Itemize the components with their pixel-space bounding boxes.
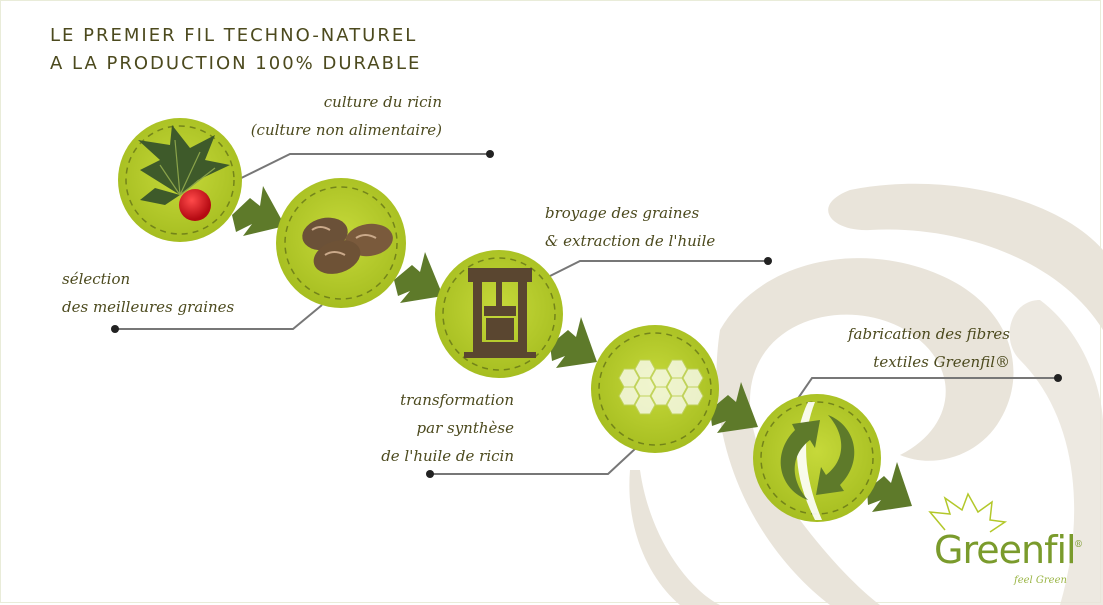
step-1-label: culture du ricin (culture non alimentair… — [248, 88, 442, 144]
connector-3 — [547, 260, 768, 278]
step-5-label: fabrication des fibres textiles Greenfil… — [818, 320, 1010, 376]
arrow-2 — [394, 252, 443, 303]
castor-leaf-icon — [138, 125, 230, 221]
step-5-circle — [753, 394, 881, 522]
greenfil-logo-leaf — [928, 492, 1008, 533]
step-1-label-line-1: culture du ricin — [323, 93, 442, 111]
step-5-label-line-2: textiles Greenfil® — [873, 353, 1010, 371]
step-3-label-line-2: & extraction de l'huile — [545, 232, 716, 250]
greenfil-logo-text: Greenfil — [934, 528, 1077, 572]
arrow-1 — [232, 186, 285, 236]
press-icon — [464, 268, 536, 358]
hexagon-polymer-icon — [618, 359, 704, 415]
title-line-2: A LA PRODUCTION 100% DURABLE — [50, 53, 422, 75]
arrow-4 — [710, 382, 758, 433]
seeds-icon — [302, 217, 393, 274]
step-2-label-line-2: des meilleures graines — [62, 298, 235, 316]
step-2-label-line-1: sélection — [62, 270, 131, 288]
flow-arrows — [232, 186, 912, 512]
greenfil-logo-tagline: feel Green — [1014, 575, 1067, 586]
step-3-label: broyage des graines & extraction de l'hu… — [545, 199, 715, 255]
greenfil-logo-registered: ® — [1074, 540, 1083, 550]
page-title: LE PREMIER FIL TECHNO-NATUREL A LA PRODU… — [50, 22, 421, 78]
fiber-swirl-icon — [780, 402, 855, 520]
title-line-1: LE PREMIER FIL TECHNO-NATUREL — [50, 25, 418, 47]
connector-dots — [111, 150, 1062, 478]
arrow-5 — [867, 462, 912, 512]
connector-1 — [224, 153, 490, 187]
step-5-label-line-1: fabrication des fibres — [848, 325, 1010, 343]
step-1-label-line-2: (culture non alimentaire) — [250, 121, 442, 139]
background-swirl — [629, 183, 1103, 605]
step-2-label: sélection des meilleures graines — [62, 265, 234, 321]
step-4-circle — [591, 325, 719, 453]
step-4-label-line-3: de l'huile de ricin — [381, 447, 514, 465]
step-1-circle — [118, 118, 242, 242]
step-4-label-line-2: par synthèse — [416, 419, 514, 437]
step-3-label-line-1: broyage des graines — [545, 204, 700, 222]
step-3-circle — [435, 250, 563, 378]
step-2-circle — [276, 178, 406, 308]
arrow-3 — [550, 317, 597, 368]
step-4-label: transformation par synthèse de l'huile d… — [370, 386, 514, 470]
connector-4 — [430, 447, 637, 475]
step-4-label-line-1: transformation — [400, 391, 514, 409]
connector-2 — [115, 304, 323, 330]
